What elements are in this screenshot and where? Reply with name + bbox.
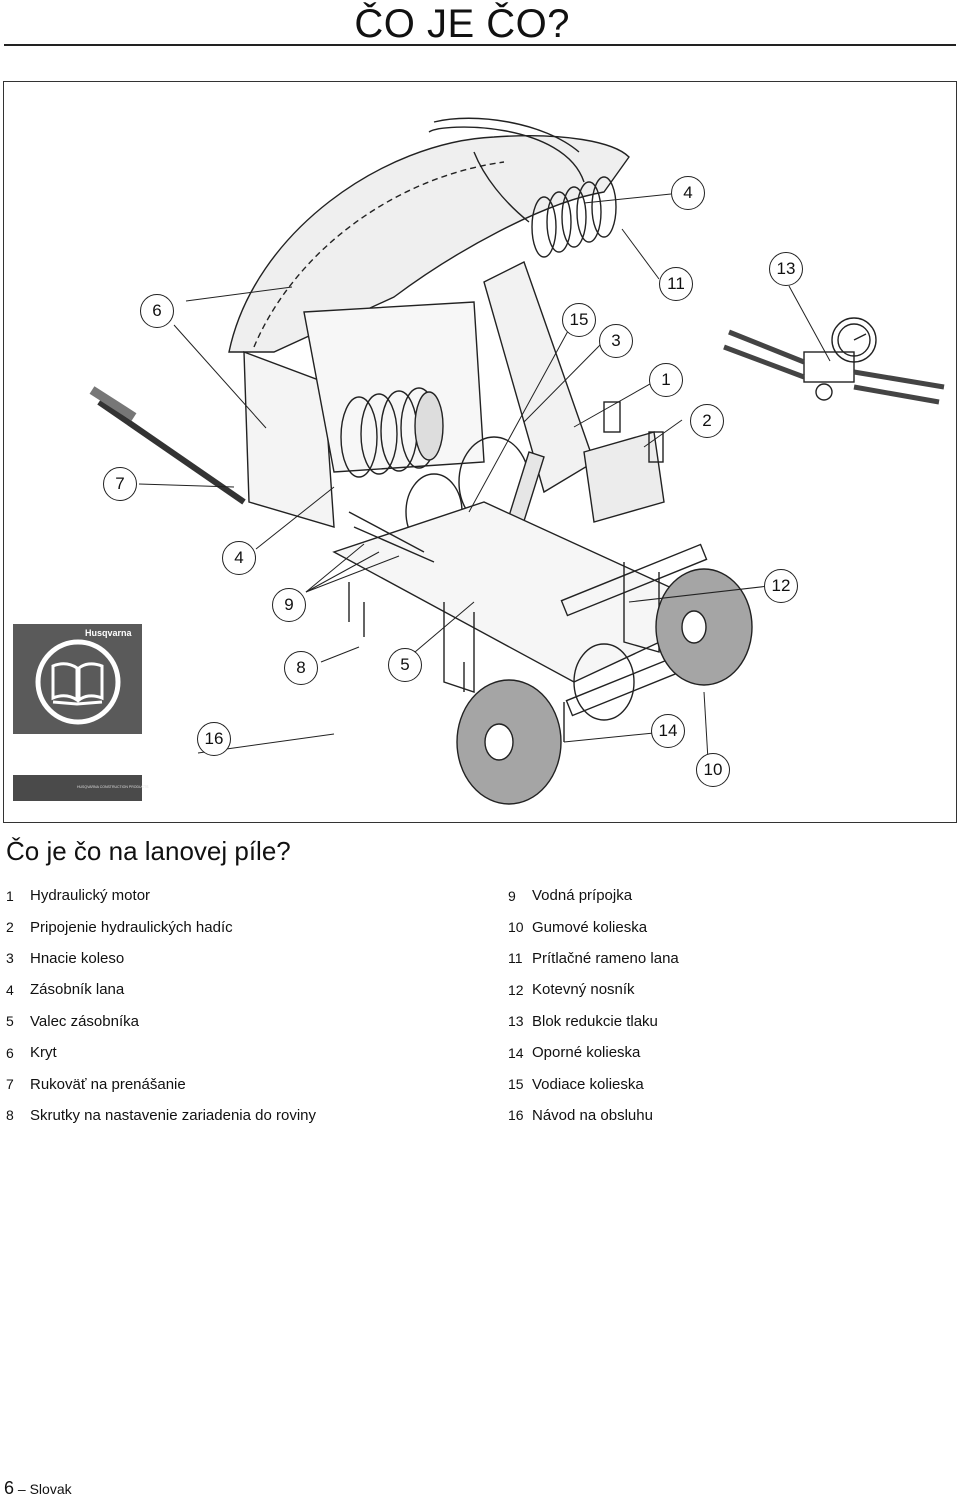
part-label: Vodná prípojka (532, 887, 633, 905)
part-number: 2 (6, 919, 14, 936)
part-list-item: 6 Kryt (6, 1037, 316, 1068)
callout-11: 11 (659, 267, 693, 301)
parts-list-right: 9 Vodná prípojka 10 Gumové kolieska 11 Prítla… (508, 880, 679, 1131)
callout-14: 14 (651, 714, 685, 748)
callout-7: 7 (103, 467, 137, 501)
part-label: Kryt (30, 1044, 57, 1062)
footer-separator: – (17, 1481, 26, 1497)
part-label: Hnacie koleso (30, 949, 125, 967)
part-label: Oporné kolieska (532, 1044, 641, 1062)
callout-5: 5 (388, 648, 422, 682)
part-number: 11 (508, 950, 523, 967)
parts-list-left: 1 Hydraulický motor 2 Pripojenie hydraulick… (6, 880, 316, 1131)
machine-illustration: 4 13 11 6 15 3 1 2 7 4 9 12 8 5 16 14 10… (3, 81, 957, 823)
part-number: 8 (6, 1107, 14, 1124)
part-list-item: 15 Vodiace kolieska (508, 1068, 679, 1099)
part-label: Kotevný nosník (532, 981, 635, 999)
part-number: 10 (508, 919, 524, 936)
part-label: Blok redukcie tlaku (532, 1012, 658, 1030)
callout-13: 13 (769, 252, 803, 286)
part-label: Hydraulický motor (30, 887, 151, 905)
callout-12: 12 (764, 569, 798, 603)
callout-2: 2 (690, 404, 724, 438)
part-label: Zásobník lana (30, 981, 125, 999)
part-list-item: 8 Skrutky na nastavenie zariadenia do rov… (6, 1100, 316, 1131)
part-list-item: 11 Prítlačné rameno lana (508, 943, 679, 974)
part-number: 9 (508, 887, 516, 904)
part-number: 12 (508, 981, 524, 998)
part-number: 3 (6, 950, 14, 967)
part-list-item: 9 Vodná prípojka (508, 880, 679, 911)
part-list-item: 13 Blok redukcie tlaku (508, 1006, 679, 1037)
callout-15: 15 (562, 303, 596, 337)
leader-lines (138, 193, 831, 761)
callout-3: 3 (599, 324, 633, 358)
rubber-wheels (456, 568, 753, 805)
hydraulic-motor (583, 431, 665, 523)
callout-6: 6 (140, 294, 174, 328)
part-label: Skrutky na nastavenie zariadenia do rovi… (30, 1106, 316, 1124)
manual-strip-text: HUSQVARNA CONSTRUCTION PRODUCTS (77, 785, 149, 789)
part-number: 7 (6, 1076, 14, 1093)
part-list-item: 2 Pripojenie hydraulických hadíc (6, 911, 316, 942)
part-number: 15 (508, 1076, 524, 1093)
part-number: 5 (6, 1013, 14, 1030)
part-label: Gumové kolieska (532, 918, 648, 936)
carry-handle (97, 399, 246, 505)
part-label: Vodiace kolieska (532, 1075, 644, 1093)
callout-10: 10 (696, 753, 730, 787)
top-pulleys (531, 176, 617, 258)
footer-language: Slovak (29, 1481, 72, 1497)
callout-16: 16 (197, 722, 231, 756)
section-heading: Čo je čo na lanovej píle? (6, 836, 291, 866)
part-list-item: 1 Hydraulický motor (6, 880, 316, 911)
part-number: 14 (508, 1044, 524, 1061)
part-label: Pripojenie hydraulických hadíc (30, 918, 233, 936)
storage-drum (340, 387, 444, 478)
part-number: 16 (508, 1107, 524, 1124)
operator-manual-cover: Husqvarna (13, 624, 142, 734)
callout-4-left: 4 (222, 541, 256, 575)
page-title: ČO JE ČO? (354, 2, 570, 46)
callout-8: 8 (284, 651, 318, 685)
part-number: 13 (508, 1013, 524, 1030)
pressure-reduction-block (723, 317, 945, 405)
part-number: 6 (6, 1044, 14, 1061)
callout-1: 1 (649, 363, 683, 397)
part-list-item: 3 Hnacie koleso (6, 943, 316, 974)
page-number: 6 (4, 1478, 15, 1498)
part-list-item: 12 Kotevný nosník (508, 974, 679, 1005)
page-footer: 6 – Slovak (4, 1478, 72, 1499)
part-list-item: 7 Rukoväť na prenášanie (6, 1068, 316, 1099)
part-list-item: 5 Valec zásobníka (6, 1006, 316, 1037)
manual-brand: Husqvarna (85, 628, 132, 638)
manual-bottom-strip: HUSQVARNA CONSTRUCTION PRODUCTS (13, 775, 149, 801)
header-rule (4, 44, 956, 46)
wire-saw-drawing (89, 117, 945, 805)
part-number: 1 (6, 887, 14, 904)
part-label: Návod na obsluhu (532, 1106, 653, 1124)
cover-shape (228, 135, 630, 353)
part-number: 4 (6, 981, 14, 998)
book-icon (35, 639, 121, 725)
part-list-item: 10 Gumové kolieska (508, 911, 679, 942)
part-label: Valec zásobníka (30, 1012, 139, 1030)
callout-4-top: 4 (671, 176, 705, 210)
part-list-item: 4 Zásobník lana (6, 974, 316, 1005)
side-plate (243, 350, 335, 528)
callout-9: 9 (272, 588, 306, 622)
part-label: Rukoväť na prenášanie (30, 1075, 186, 1093)
part-list-item: 14 Oporné kolieska (508, 1037, 679, 1068)
part-label: Prítlačné rameno lana (532, 949, 679, 967)
part-list-item: 16 Návod na obsluhu (508, 1100, 679, 1131)
